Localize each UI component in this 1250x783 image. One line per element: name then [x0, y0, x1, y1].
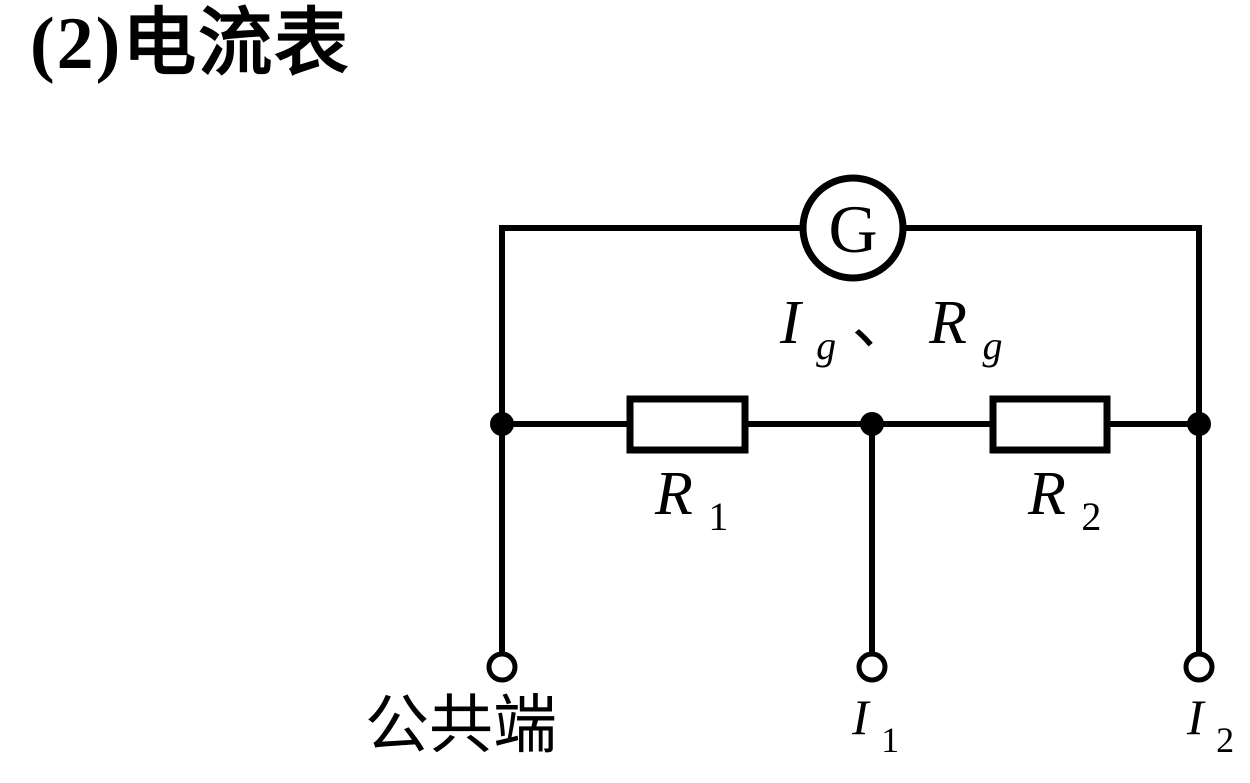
resistor-r1-label: R 1 [654, 460, 728, 539]
terminal-i2 [1183, 651, 1215, 683]
terminal-i2-label: I 2 [1186, 689, 1234, 760]
junction-dot-middle [860, 412, 884, 436]
page-title: (2)电流表 [30, 3, 351, 85]
resistor-r2-box [989, 395, 1111, 454]
terminal-common-label: 公共端 [365, 690, 557, 761]
galvanometer-params-label: I g 、 R g [779, 289, 1003, 373]
terminal-common [486, 651, 518, 683]
resistor-r2-label: R 2 [1027, 460, 1101, 539]
galvanometer-symbol: G [828, 191, 877, 267]
terminal-i1 [856, 651, 888, 683]
terminal-i1-label: I 1 [851, 689, 899, 760]
junction-dot-right [1187, 412, 1211, 436]
junction-dot-left [490, 412, 514, 436]
resistor-r1-box [626, 395, 749, 454]
galvanometer-icon [799, 174, 907, 282]
